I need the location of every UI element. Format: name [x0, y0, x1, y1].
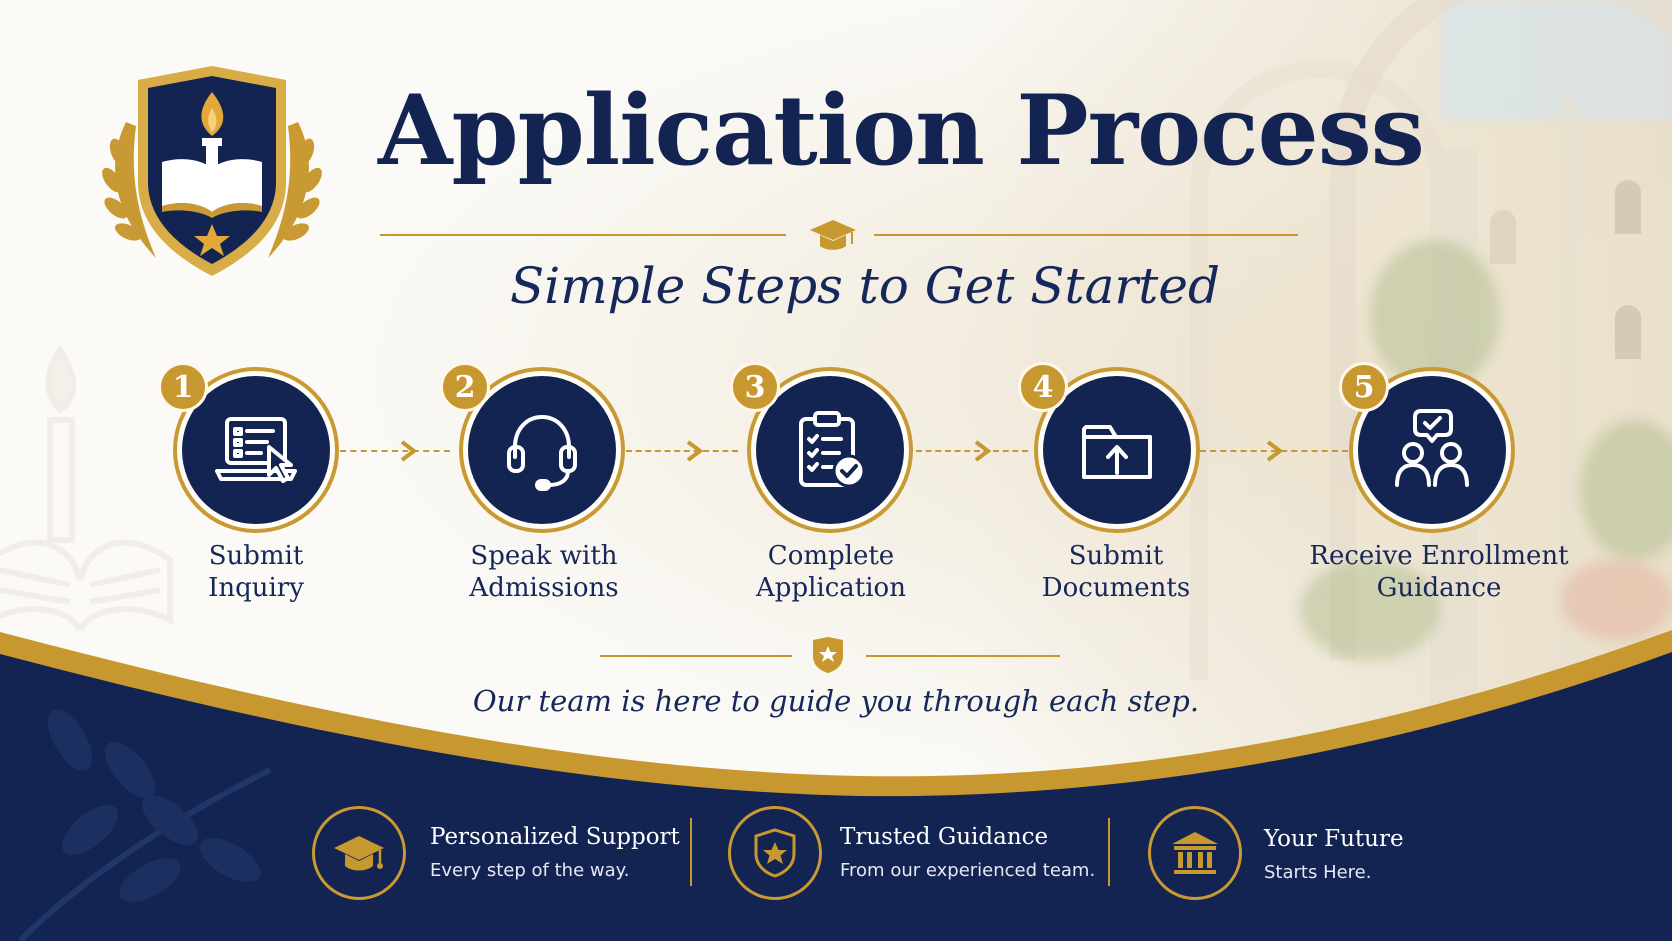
- chevron-right-icon: [400, 440, 418, 462]
- step-1-number: 1: [158, 362, 208, 412]
- crest-logo: [102, 66, 322, 276]
- step-3-circle: [747, 367, 913, 533]
- step-1-label: Submit Inquiry: [136, 540, 376, 604]
- step-connector: [916, 450, 1028, 452]
- step-4-label: Submit Documents: [996, 540, 1236, 604]
- title-divider-right: [874, 234, 1298, 236]
- step-4-number: 4: [1018, 362, 1068, 412]
- background-window: [1615, 180, 1641, 234]
- step-connector: [340, 450, 450, 452]
- step-5-number: 5: [1339, 362, 1389, 412]
- graduation-cap-icon: [810, 220, 856, 250]
- step-2-label-line1: Speak with: [470, 541, 618, 571]
- shield-star-icon: [754, 828, 796, 878]
- step-1-label-line2: Inquiry: [208, 573, 304, 603]
- background-foliage: [1580, 420, 1672, 560]
- graduation-cap-icon: [334, 836, 384, 871]
- clipboard-check-icon: [799, 411, 866, 488]
- step-4-label-line2: Documents: [1041, 573, 1191, 603]
- step-connector: [626, 450, 738, 452]
- laptop-form-icon: [215, 417, 297, 483]
- feature-divider: [1108, 818, 1110, 886]
- feature-1-subtitle: Every step of the way.: [430, 860, 630, 881]
- chevron-right-icon: [686, 440, 704, 462]
- institution-icon: [1172, 832, 1218, 874]
- guide-message: Our team is here to guide you through ea…: [472, 684, 1200, 718]
- step-3-number: 3: [730, 362, 780, 412]
- feature-3-icon-ring: [1148, 806, 1242, 900]
- step-3-label-line1: Complete: [767, 541, 895, 571]
- step-2-label-line2: Admissions: [469, 573, 619, 603]
- folder-upload-icon: [1082, 425, 1152, 479]
- page-subtitle: Simple Steps to Get Started: [510, 257, 1220, 315]
- step-5-label: Receive Enrollment Guidance: [1294, 540, 1584, 604]
- background-window: [1490, 210, 1516, 264]
- feature-divider: [690, 818, 692, 886]
- people-chat-icon: [1395, 409, 1469, 487]
- chevron-right-icon: [1266, 440, 1284, 462]
- feature-3-title: Your Future: [1264, 826, 1404, 852]
- step-3-label-line2: Application: [756, 573, 906, 603]
- headset-icon: [507, 414, 577, 491]
- step-5-label-line2: Guidance: [1376, 573, 1502, 603]
- guide-divider-right: [866, 655, 1060, 657]
- background-foliage: [1370, 240, 1500, 390]
- guide-divider-left: [600, 655, 792, 657]
- step-connector: [1200, 450, 1348, 452]
- shield-star-icon: [813, 637, 843, 673]
- background-pillar: [1560, 100, 1578, 700]
- title-divider-left: [380, 234, 786, 236]
- background-flowers: [1560, 560, 1672, 640]
- step-4-circle: [1034, 367, 1200, 533]
- feature-2-subtitle: From our experienced team.: [840, 860, 1096, 881]
- page-title: Application Process: [378, 74, 1425, 187]
- background-foliage: [1300, 560, 1440, 660]
- feature-2-icon-ring: [728, 806, 822, 900]
- feature-2-title: Trusted Guidance: [840, 824, 1049, 850]
- feature-3-subtitle: Starts Here.: [1264, 862, 1372, 883]
- step-2-number: 2: [440, 362, 490, 412]
- step-3-label: Complete Application: [711, 540, 951, 604]
- step-5-label-line1: Receive Enrollment: [1309, 541, 1569, 571]
- feature-1-icon-ring: [312, 806, 406, 900]
- watermark-torch-icon: [0, 344, 173, 630]
- step-1-label-line1: Submit: [208, 541, 304, 571]
- chevron-right-icon: [974, 440, 992, 462]
- step-2-label: Speak with Admissions: [424, 540, 664, 604]
- step-4-label-line1: Submit: [1068, 541, 1164, 571]
- feature-1-title: Personalized Support: [430, 824, 680, 850]
- background-window: [1615, 305, 1641, 359]
